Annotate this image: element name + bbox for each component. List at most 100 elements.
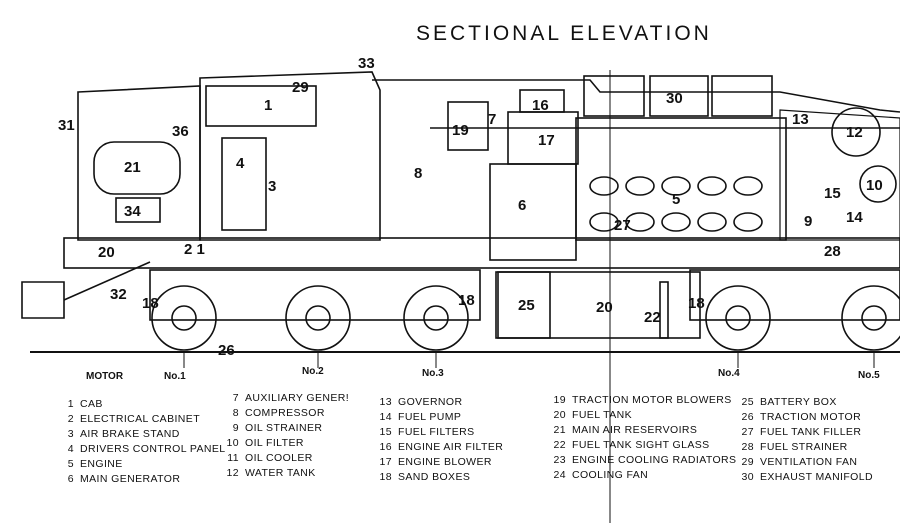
wheel-2-hub <box>305 305 331 331</box>
exhaust-manifold-block-1 <box>583 75 645 117</box>
callout-3: 3 <box>268 178 276 195</box>
wheel-5-hub <box>861 305 887 331</box>
callout-9: 9 <box>804 213 812 230</box>
wheel-1-hub <box>171 305 197 331</box>
callout-31: 31 <box>58 117 75 134</box>
exhaust-manifold-block-3 <box>711 75 773 117</box>
callout-20-b: 20 <box>596 299 613 316</box>
axle-label-motor: MOTOR <box>86 371 124 382</box>
main-frame <box>63 237 900 269</box>
fuel-tank-sight-glass <box>659 281 669 339</box>
callout-30: 30 <box>666 90 683 107</box>
bogie-frame-rear <box>689 269 900 321</box>
callout-33: 33 <box>358 55 375 72</box>
radiator-section <box>779 109 900 241</box>
battery-box <box>497 271 551 339</box>
callout-21: 21 <box>124 159 141 176</box>
wheel-2 <box>285 285 351 351</box>
callout-26: 26 <box>218 342 235 359</box>
callout-15: 15 <box>824 185 841 202</box>
axle-label-no2: No.2 <box>302 366 324 377</box>
callout-36: 36 <box>172 123 189 140</box>
bogie-frame-front <box>149 269 481 321</box>
engine-block <box>575 117 787 241</box>
traction-motor-blower <box>447 101 489 151</box>
main-generator <box>489 163 577 261</box>
callout-34: 34 <box>124 203 141 220</box>
main-air-reservoir <box>93 141 181 195</box>
wheel-3 <box>403 285 469 351</box>
battery-compartment-34 <box>115 197 161 223</box>
cab-outline <box>199 71 381 241</box>
axle-label-no1: No.1 <box>164 371 186 382</box>
callout-18-a: 18 <box>142 295 159 312</box>
callout-13: 13 <box>792 111 809 128</box>
callout-25: 25 <box>518 297 535 314</box>
callout-29: 29 <box>292 79 309 96</box>
callout-27: 27 <box>614 217 631 234</box>
callout-12: 12 <box>846 124 863 141</box>
exhaust-manifold-block-2 <box>649 75 709 117</box>
wheel-5 <box>841 285 900 351</box>
callout-19: 19 <box>452 122 469 139</box>
wheel-1 <box>151 285 217 351</box>
axle-label-no4: No.4 <box>718 368 740 379</box>
front-coupler <box>21 281 65 319</box>
callout-22: 22 <box>644 309 661 326</box>
oil-filter <box>859 165 897 203</box>
callout-17: 17 <box>538 132 555 149</box>
drivers-control-panel <box>221 137 267 231</box>
callout-16: 16 <box>532 97 549 114</box>
cab-window <box>205 85 317 127</box>
callout-28: 28 <box>824 243 841 260</box>
water-tank <box>831 107 881 157</box>
wheel-4-hub <box>725 305 751 331</box>
callout-6: 6 <box>518 197 526 214</box>
roof-line <box>372 79 900 113</box>
wheel-3-hub <box>423 305 449 331</box>
callout-4: 4 <box>236 155 245 172</box>
engine-air-filter <box>519 89 565 113</box>
fuel-tank <box>495 271 701 339</box>
engine-cylinders <box>589 176 763 232</box>
axle-label-no3: No.3 <box>422 368 444 379</box>
callout-20-a: 20 <box>98 244 115 261</box>
diagram-title: SECTIONAL ELEVATION <box>416 22 712 45</box>
wheel-4 <box>705 285 771 351</box>
callout-32: 32 <box>110 286 127 303</box>
callout-labels: 1 2 1 3 4 5 6 7 8 9 10 12 13 14 15 16 17… <box>58 55 883 359</box>
callout-1: 1 <box>264 97 272 114</box>
callout-14: 14 <box>846 209 863 226</box>
callout-7: 7 <box>488 111 496 128</box>
axle-labels: MOTOR No.1 No.2 No.3 No.4 No.5 <box>86 366 880 382</box>
